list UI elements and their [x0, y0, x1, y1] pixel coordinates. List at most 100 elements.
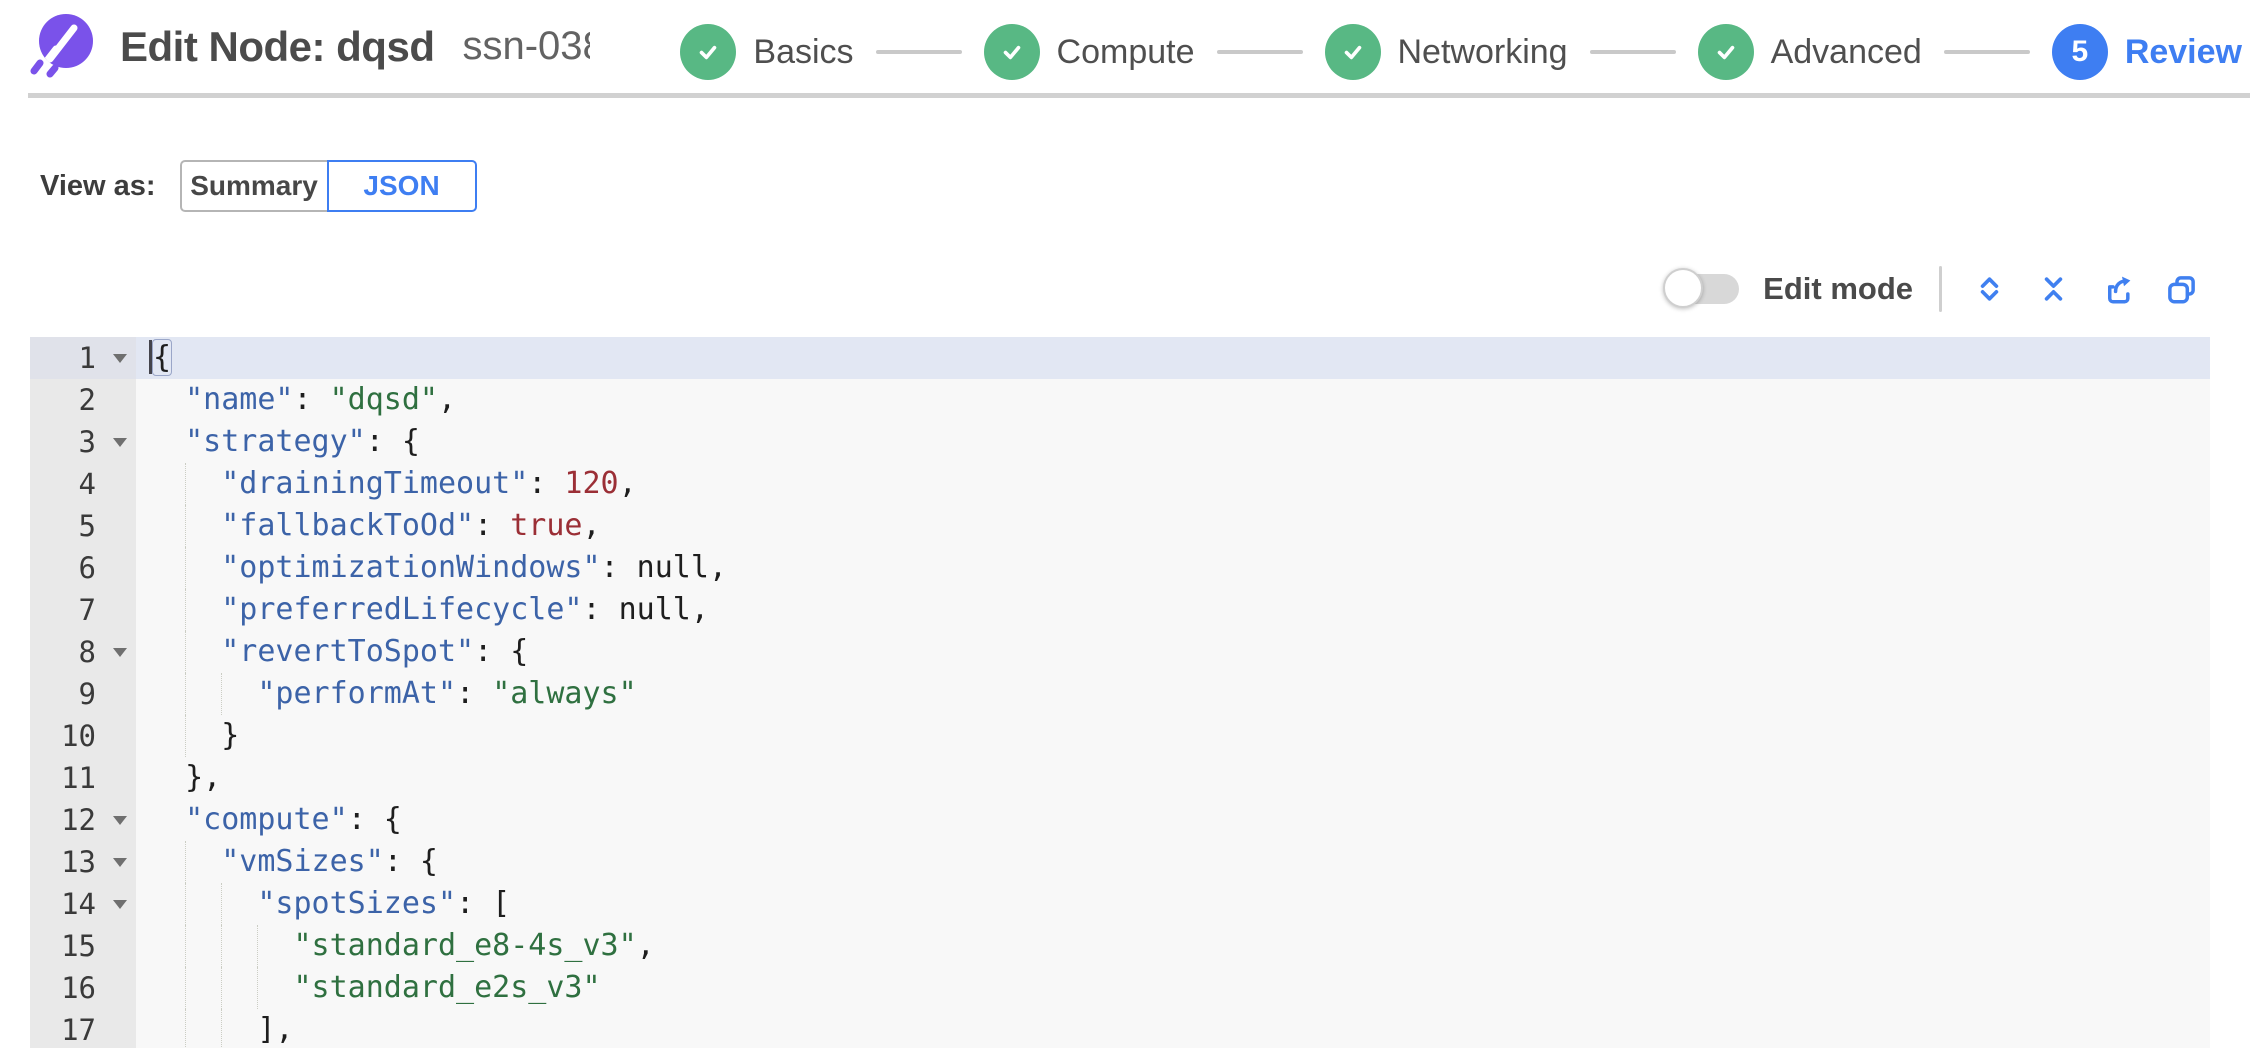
copy-icon[interactable]	[2164, 272, 2198, 306]
code-token: : {	[474, 634, 529, 669]
code-token: },	[185, 760, 222, 795]
code-token: "revertToSpot"	[221, 634, 475, 669]
fold-toggle-icon[interactable]	[113, 438, 127, 447]
code-token: }	[221, 718, 240, 753]
fold-toggle-icon[interactable]	[113, 900, 127, 909]
code-token	[149, 676, 257, 711]
gutter-line-10: 10	[61, 719, 96, 753]
code-line-14[interactable]: "spotSizes": [	[136, 883, 2210, 925]
code-token: ,	[708, 550, 727, 585]
check-icon	[1697, 24, 1754, 80]
gutter-line-3: 3	[30, 421, 136, 463]
code-token: ,	[438, 382, 457, 417]
gutter-line-11: 11	[61, 761, 96, 795]
code-line-13[interactable]: "vmSizes": {	[136, 841, 2210, 883]
expand-all-icon[interactable]	[1972, 272, 2006, 306]
fold-toggle-icon[interactable]	[113, 648, 127, 657]
code-line-16[interactable]: "standard_e2s_v3"	[136, 967, 2210, 1009]
code-line-6[interactable]: "optimizationWindows": null,	[136, 547, 2210, 589]
step-connector	[1216, 50, 1303, 54]
gutter-line-6: 6	[78, 551, 96, 585]
edit-mode-label: Edit mode	[1763, 271, 1913, 306]
code-line-8[interactable]: "revertToSpot": {	[136, 631, 2210, 673]
check-icon	[1324, 24, 1381, 80]
toggle-knob	[1663, 268, 1704, 308]
indent-guide	[221, 673, 223, 715]
fold-toggle-icon[interactable]	[113, 354, 127, 363]
code-token: :	[474, 508, 511, 543]
code-token: "dqsd"	[329, 382, 438, 417]
indent-guide	[185, 673, 187, 715]
indent-guide	[185, 967, 187, 1009]
step-compute[interactable]: Compute	[983, 24, 1195, 80]
code-line-5[interactable]: "fallbackToOd": true,	[136, 505, 2210, 547]
code-line-9[interactable]: "performAt": "always"	[136, 673, 2210, 715]
indent-guide	[185, 547, 187, 589]
code-token: "fallbackToOd"	[221, 508, 475, 543]
code-line-2[interactable]: "name": "dqsd",	[136, 379, 2210, 421]
code-token: "preferredLifecycle"	[221, 592, 583, 627]
indent-guide	[185, 631, 187, 673]
fold-toggle-icon[interactable]	[113, 858, 127, 867]
step-label: Networking	[1397, 32, 1568, 71]
gutter-line-14: 14	[30, 883, 136, 925]
code-token: : {	[365, 424, 420, 459]
gutter-line-8: 8	[30, 631, 136, 673]
code-line-15[interactable]: "standard_e8-4s_v3",	[136, 925, 2210, 967]
code-line-10[interactable]: }	[136, 715, 2210, 757]
collapse-all-icon[interactable]	[2036, 272, 2070, 306]
code-token: "spotSizes"	[257, 886, 457, 921]
step-connector	[1589, 50, 1676, 54]
gutter-line-1: 1	[30, 337, 136, 379]
step-review[interactable]: 5 Review	[2051, 24, 2242, 80]
export-icon[interactable]	[2100, 272, 2134, 306]
editor-code[interactable]: { "name": "dqsd", "strategy": { "drainin…	[136, 337, 2210, 1048]
code-token: ,	[582, 508, 601, 543]
view-as-summary-button[interactable]: Summary	[179, 160, 327, 212]
spot-logo	[30, 12, 94, 78]
gutter-line-15: 15	[61, 929, 96, 963]
check-icon	[983, 24, 1040, 80]
step-label: Review	[2124, 32, 2242, 71]
view-as-label: View as:	[40, 169, 156, 202]
code-line-3[interactable]: "strategy": {	[136, 421, 2210, 463]
code-token: "performAt"	[257, 676, 457, 711]
code-token: null	[618, 592, 691, 627]
step-connector	[1943, 50, 2030, 54]
step-connector	[875, 50, 962, 54]
indent-guide	[185, 715, 187, 757]
view-as-json-button[interactable]: JSON	[326, 160, 477, 212]
code-line-17[interactable]: ],	[136, 1009, 2210, 1048]
step-number-badge: 5	[2051, 24, 2108, 80]
edit-mode-toggle[interactable]	[1663, 268, 1740, 308]
code-token: {	[151, 339, 173, 376]
code-line-7[interactable]: "preferredLifecycle": null,	[136, 589, 2210, 631]
code-token: ,	[690, 592, 709, 627]
fold-toggle-icon[interactable]	[113, 816, 127, 825]
toolbar-divider	[1939, 266, 1942, 312]
code-token: : {	[383, 844, 438, 879]
indent-guide	[257, 967, 259, 1009]
code-token: "optimizationWindows"	[221, 550, 601, 585]
code-line-4[interactable]: "drainingTimeout": 120,	[136, 463, 2210, 505]
indent-guide	[185, 925, 187, 967]
step-basics[interactable]: Basics	[680, 24, 854, 80]
editor-toolbar: Edit mode	[1663, 263, 2198, 315]
gutter-line-9: 9	[78, 677, 96, 711]
code-line-12[interactable]: "compute": {	[136, 799, 2210, 841]
indent-guide	[185, 463, 187, 505]
code-line-1[interactable]: {	[136, 337, 2210, 379]
step-advanced[interactable]: Advanced	[1697, 24, 1922, 80]
code-line-11[interactable]: },	[136, 757, 2210, 799]
indent-guide	[221, 925, 223, 967]
indent-guide	[185, 505, 187, 547]
code-token: 120	[564, 466, 619, 501]
step-networking[interactable]: Networking	[1324, 24, 1568, 80]
gutter-line-4: 4	[78, 467, 96, 501]
wizard-header: Edit Node: dqsd ssn-038 BasicsComputeNet…	[0, 0, 2250, 93]
code-token: "vmSizes"	[221, 844, 384, 879]
